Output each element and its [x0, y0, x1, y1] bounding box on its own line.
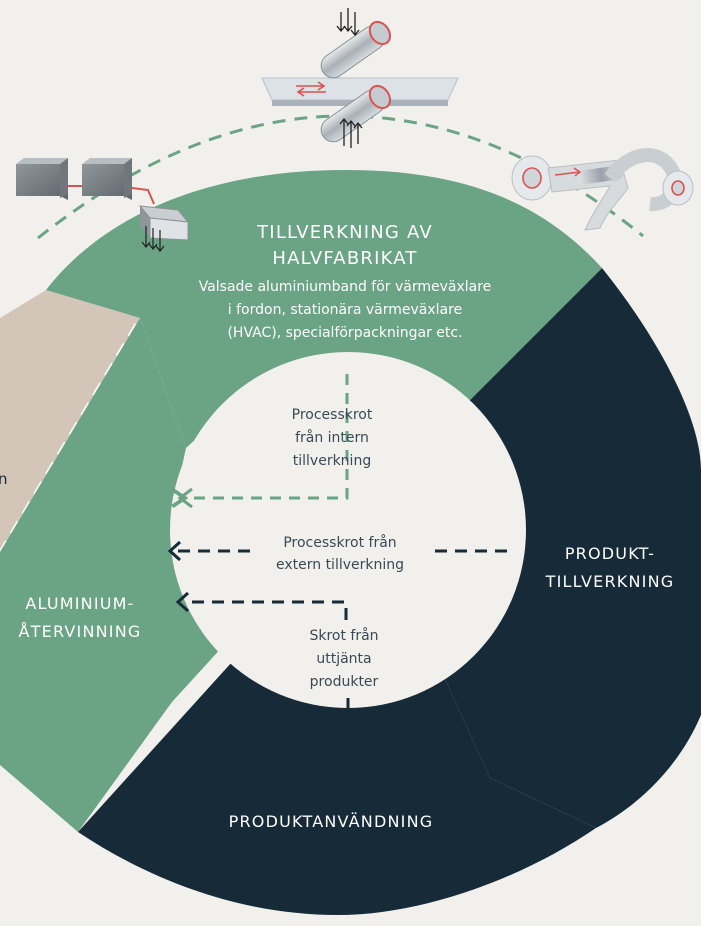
- internal-scrap-arrowhead: [177, 487, 193, 509]
- used-scrap-label-line2: uttjänta: [316, 651, 371, 667]
- segment-product-use: [78, 662, 596, 915]
- external-scrap-label-line1: Processkrot från: [283, 534, 396, 551]
- center-circle: [170, 352, 526, 708]
- internal-scrap-label-line3: tillverkning: [293, 453, 371, 469]
- semi-finished-title-line1: TILLVERKNING AV: [256, 222, 433, 243]
- beige-fragment-text: n: [0, 470, 8, 488]
- internal-scrap-label-line2: från intern: [295, 429, 369, 446]
- product-manufacturing-title-line1: PRODUKT-: [565, 544, 655, 563]
- external-scrap-arrowhead: [167, 540, 182, 562]
- product-use-title: PRODUKTANVÄNDNING: [229, 812, 434, 831]
- rolling-mill-icon: [261, 8, 459, 148]
- recycling-title-line2: ÅTERVINNING: [19, 622, 142, 641]
- semi-finished-desc-line2: i fordon, stationära värmeväxlare: [228, 302, 462, 318]
- semi-finished-desc-line1: Valsade aluminiumband för värmeväxlare: [199, 279, 492, 295]
- semi-finished-desc-line3: (HVAC), specialförpackningar etc.: [227, 325, 462, 341]
- semi-finished-title-line2: HALVFABRIKAT: [272, 248, 417, 269]
- segment-beige-fragment: [0, 290, 140, 552]
- used-scrap-line-top: [186, 600, 348, 620]
- used-scrap-label-line1: Skrot från: [309, 627, 378, 644]
- used-scrap-label-line3: produkter: [310, 674, 379, 690]
- used-scrap-arrowhead: [175, 591, 190, 613]
- recycling-title-line1: ALUMINIUM-: [25, 594, 134, 613]
- coil-processing-icon: [511, 148, 694, 231]
- internal-scrap-label-line1: Processkrot: [292, 407, 373, 423]
- segment-recycling: [0, 318, 224, 832]
- product-manufacturing-title-line2: TILLVERKNING: [545, 572, 675, 591]
- internal-scrap-arrow: [171, 374, 349, 508]
- external-scrap-label-line2: extern tillverkning: [276, 557, 404, 573]
- segment-product-manufacturing: [440, 268, 701, 828]
- casting-furnace-icon: [16, 158, 190, 252]
